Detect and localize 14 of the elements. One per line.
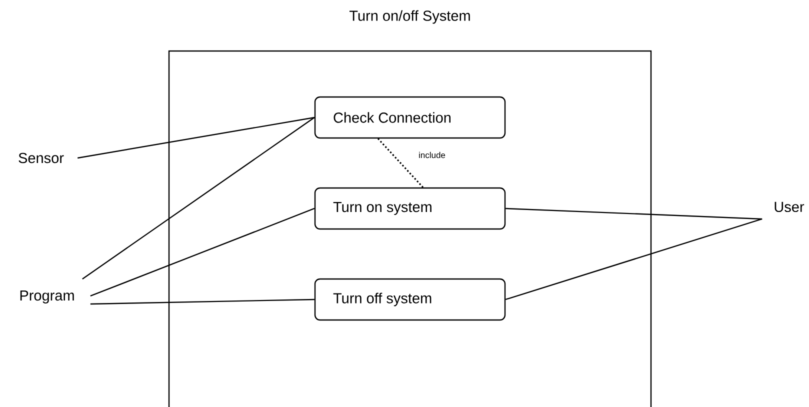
use-case-box: Turn on system <box>314 187 506 230</box>
include-connector <box>377 138 424 188</box>
association-line <box>506 208 762 220</box>
association-line <box>90 208 315 297</box>
use-case-box: Check Connection <box>314 96 506 139</box>
actor-label: Sensor <box>18 152 64 164</box>
association-line <box>90 298 314 305</box>
association-line <box>77 116 314 159</box>
edge-label: include <box>418 150 446 160</box>
association-line <box>505 218 762 300</box>
association-line <box>82 117 315 280</box>
actor-label: User <box>774 202 804 212</box>
use-case-box: Turn off system <box>314 278 506 321</box>
actor-label: Program <box>20 290 74 304</box>
